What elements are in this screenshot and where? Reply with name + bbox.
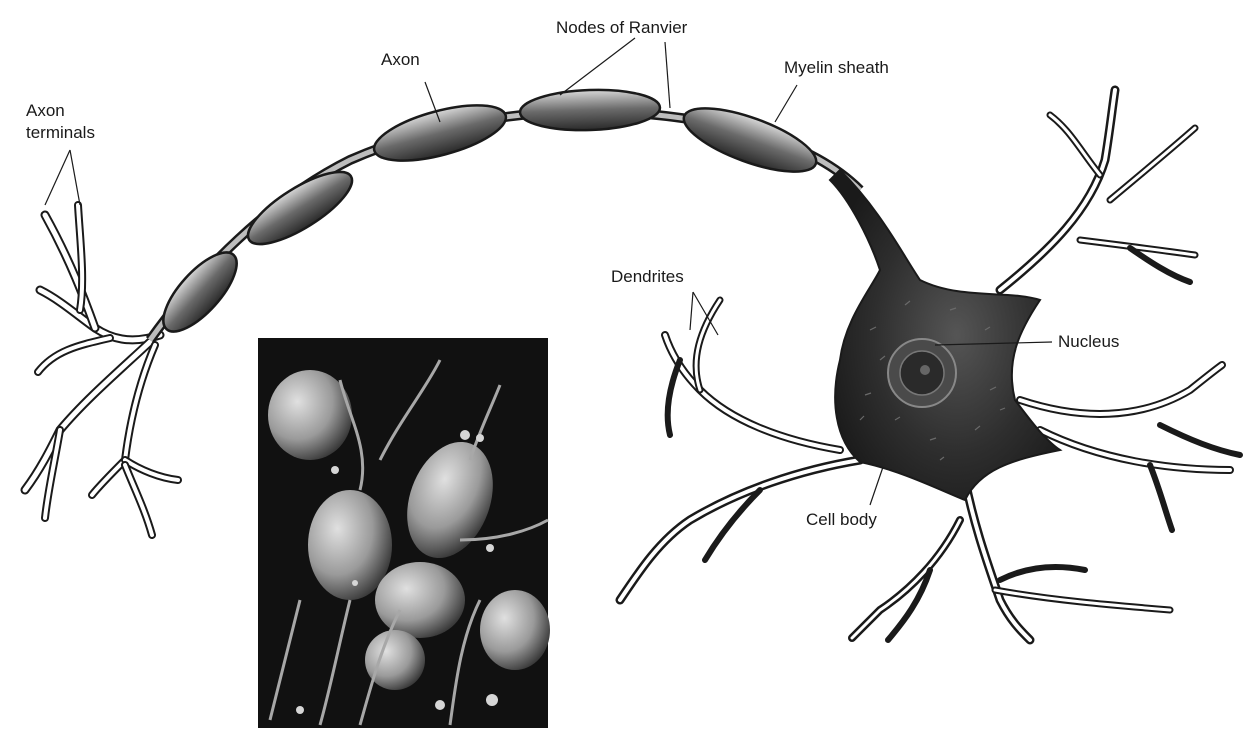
myelin-sheath-segments <box>152 88 824 343</box>
dendrites-label: Dendrites <box>611 267 684 286</box>
micrograph-inset <box>258 338 550 728</box>
axon-label: Axon <box>381 50 420 69</box>
axon-terminals <box>25 205 178 535</box>
myelin-sheath-label: Myelin sheath <box>784 58 889 77</box>
axon-terminals-label: Axon terminals <box>26 100 116 144</box>
nucleus <box>888 339 956 407</box>
nucleus-label: Nucleus <box>1058 332 1119 351</box>
cell-body <box>830 170 1060 500</box>
cell-body-label: Cell body <box>806 510 877 529</box>
nodes-of-ranvier-label: Nodes of Ranvier <box>556 18 687 37</box>
